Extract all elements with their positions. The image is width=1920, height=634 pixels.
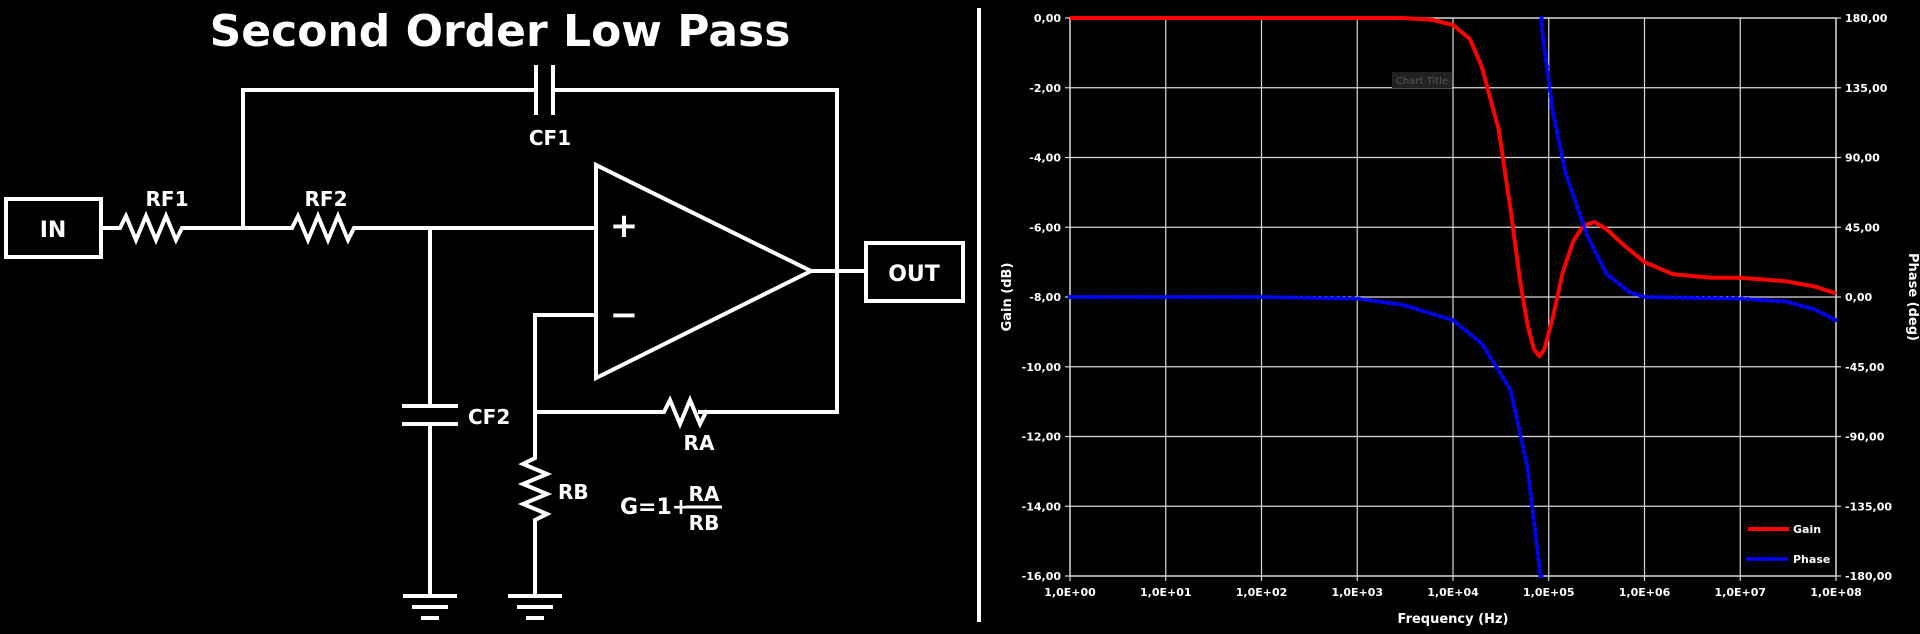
- y-tick-label: -2,00: [1029, 82, 1061, 95]
- resistor-ra: [658, 394, 709, 430]
- y2-tick-label: 180,00: [1845, 12, 1888, 25]
- chart-title-watermark: Chart Title: [1396, 76, 1448, 87]
- ground-symbol: [403, 594, 457, 620]
- x-tick-label: 1,0E+01: [1140, 586, 1192, 599]
- formula-numerator: RA: [689, 482, 720, 506]
- y2-tick-label: -90,00: [1845, 431, 1885, 444]
- rf2-label: RF2: [305, 187, 348, 211]
- opamp-plus: +: [610, 206, 639, 246]
- y-tick-label: -8,00: [1029, 291, 1061, 304]
- bode-chart: 1,0E+00 1,0E+01 1,0E+02 1,0E+03 1,0E+04 1,0E+…: [1000, 12, 1920, 627]
- y-tick-label: -10,00: [1022, 361, 1062, 374]
- y-tick-label: -4,00: [1029, 152, 1061, 165]
- y2-tick-label: -135,00: [1845, 500, 1892, 513]
- rb-label: RB: [558, 480, 589, 504]
- formula-prefix: G=1+: [620, 495, 690, 520]
- y2-axis-title: Phase (deg): [1905, 253, 1920, 341]
- resistor-rf2: [284, 210, 364, 246]
- resistor-rb: [517, 452, 553, 526]
- x-tick-label: 1,0E+07: [1714, 586, 1766, 599]
- x-tick-label: 1,0E+03: [1331, 586, 1383, 599]
- rf1-label: RF1: [146, 187, 189, 211]
- x-tick-label: 1,0E+08: [1810, 586, 1862, 599]
- opamp-minus: −: [610, 295, 639, 335]
- y2-tick-label: 0,00: [1845, 291, 1872, 304]
- formula-denominator: RB: [689, 511, 720, 535]
- y2-tick-label: 135,00: [1845, 82, 1888, 95]
- y2-tick-label: 90,00: [1845, 152, 1880, 165]
- wire: [551, 88, 839, 414]
- x-tick-label: 1,0E+02: [1236, 586, 1288, 599]
- op-amp: [594, 161, 816, 382]
- x-tick-label: 1,0E+04: [1427, 586, 1479, 599]
- y2-tick-label: -45,00: [1845, 361, 1885, 374]
- y-axis-title: Gain (dB): [1000, 263, 1015, 332]
- x-tick-label: 1,0E+00: [1044, 586, 1096, 599]
- legend-label-phase: Phase: [1793, 553, 1830, 566]
- y-tick-label: 0,00: [1034, 12, 1061, 25]
- legend-label-gain: Gain: [1793, 523, 1821, 536]
- ra-label: RA: [684, 431, 715, 455]
- in-label: IN: [40, 218, 67, 243]
- schematic-title: Second Order Low Pass: [210, 6, 791, 57]
- wire: [533, 313, 662, 414]
- cf1-label: CF1: [529, 126, 571, 150]
- resistor-rf1: [108, 210, 198, 246]
- wire: [241, 88, 538, 230]
- y-tick-label: -6,00: [1029, 221, 1061, 234]
- out-label: OUT: [888, 262, 940, 287]
- cf2-label: CF2: [468, 405, 510, 429]
- x-tick-label: 1,0E+06: [1619, 586, 1671, 599]
- y2-tick-label: 45,00: [1845, 221, 1880, 234]
- x-axis-title: Frequency (Hz): [1398, 612, 1509, 627]
- x-tick-label: 1,0E+05: [1523, 586, 1575, 599]
- y2-tick-label: -180,00: [1845, 570, 1892, 583]
- y-tick-label: -16,00: [1022, 570, 1062, 583]
- y-tick-label: -12,00: [1022, 431, 1062, 444]
- series-line-phase: [1068, 16, 1838, 578]
- y-tick-label: -14,00: [1022, 500, 1062, 513]
- chart-title-watermark-bg: [1392, 72, 1452, 88]
- series-group: [1068, 16, 1838, 578]
- ticks: 1,0E+00 1,0E+01 1,0E+02 1,0E+03 1,0E+04 1,0E+…: [1022, 12, 1893, 599]
- ground-symbol: [508, 594, 562, 620]
- schematic: [4, 8, 981, 622]
- series-line-gain: [1070, 16, 1837, 359]
